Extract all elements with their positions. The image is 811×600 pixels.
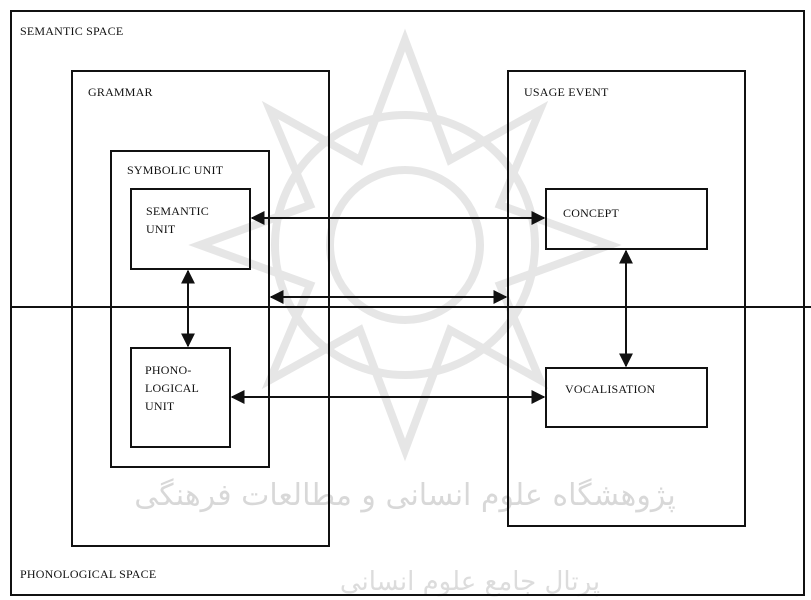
grammar-box — [71, 70, 330, 547]
phonological-space-label: PHONOLOGICAL SPACE — [20, 567, 157, 581]
phonological-unit-label: PHONO- LOGICAL UNIT — [145, 363, 200, 413]
symbolic-unit-label: SYMBOLIC UNIT — [127, 163, 224, 177]
grammar-label: GRAMMAR — [88, 85, 153, 99]
symbolic-unit-box — [110, 150, 270, 468]
usage-event-box — [507, 70, 746, 527]
semantic-unit-label: SEMANTIC UNIT — [146, 204, 209, 236]
semantic-space-label: SEMANTIC SPACE — [20, 24, 124, 38]
concept-box — [545, 188, 708, 250]
outer-frame — [10, 10, 805, 596]
phonological-unit-box — [130, 347, 231, 448]
semantic-unit-box — [130, 188, 251, 270]
vocalisation-box — [545, 367, 708, 428]
vocalisation-label: VOCALISATION — [565, 382, 656, 396]
usage-event-label: USAGE EVENT — [524, 85, 609, 99]
concept-label: CONCEPT — [563, 206, 620, 220]
